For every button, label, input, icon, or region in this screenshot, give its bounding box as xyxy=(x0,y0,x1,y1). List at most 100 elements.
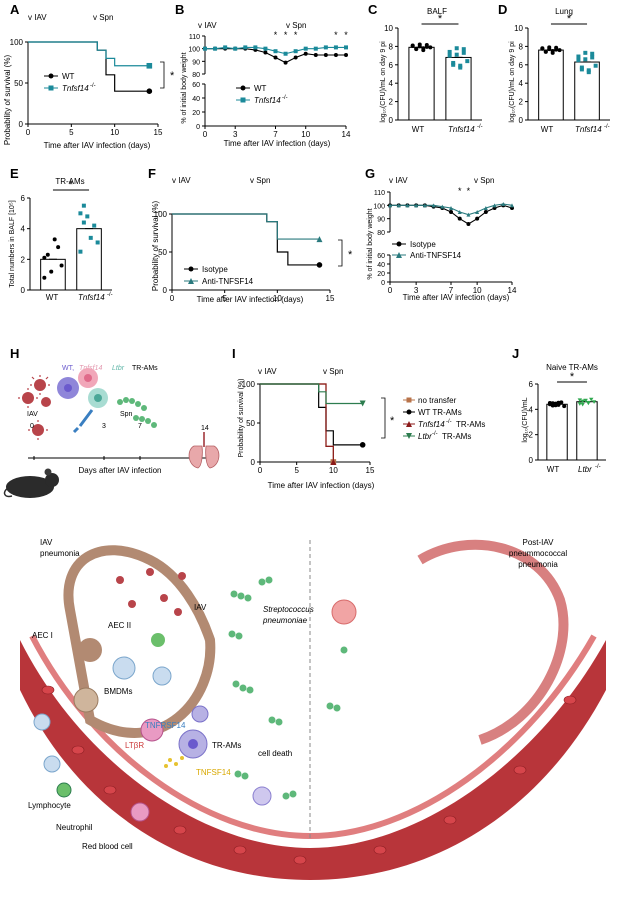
syringe-icon xyxy=(72,409,94,434)
sig-bracket xyxy=(160,61,165,89)
data-point xyxy=(283,60,288,65)
chart-title: BALF xyxy=(427,7,447,16)
data-point xyxy=(449,210,453,214)
day-14-label: 14 xyxy=(201,425,209,432)
end-marker xyxy=(316,262,323,268)
red-blood-cells xyxy=(41,685,577,865)
y-tick-label: 90 xyxy=(192,59,200,66)
legend-wt: WT xyxy=(254,84,267,93)
legend-tnfsf14-sup: -/- xyxy=(446,419,452,425)
y-tick-label: 10 xyxy=(384,24,393,33)
x-tick-label: 0 xyxy=(388,286,393,295)
panel-c: BALF log₁₀(CFU)/mL on day 9 pi 0246810* … xyxy=(380,7,483,134)
y-tick-label: 0 xyxy=(163,286,168,295)
y-axis-label: log₁₀(CFU)/mL xyxy=(522,397,529,442)
legend-ltbr-sup: -/- xyxy=(432,431,438,437)
sig-bracket xyxy=(381,397,386,439)
legend-tram-label: TR-AMs xyxy=(132,365,158,372)
x-axis-label: Time after IAV infection (days) xyxy=(403,293,510,302)
data-point xyxy=(466,212,471,217)
y-tick-label: 0 xyxy=(21,286,26,295)
y-tick-label: 20 xyxy=(377,271,385,278)
x-tick-label: 10 xyxy=(329,466,338,475)
iav-particles xyxy=(116,568,186,616)
legend-wt-trams: WT TR-AMs xyxy=(418,408,462,417)
right-title-2: pneummococcal xyxy=(509,549,567,558)
y-tick-label: 2 xyxy=(519,98,524,107)
legend-tnfsf14: Tnfsf14 xyxy=(418,420,445,429)
tnfsf14-particles-icon xyxy=(164,756,184,768)
data-point xyxy=(313,46,318,51)
bar-0 xyxy=(408,46,435,121)
data-point xyxy=(583,57,588,62)
sig-star: * xyxy=(390,415,395,427)
panel-i: v IAV v Spn Probability of survival (%) … xyxy=(238,367,485,490)
data-point xyxy=(553,403,558,408)
y-tick-label: 90 xyxy=(377,217,385,224)
data-point xyxy=(263,50,268,55)
data-point xyxy=(454,52,459,57)
y-tick-label: 8 xyxy=(519,42,524,51)
lymphocyte-label: Lymphocyte xyxy=(28,801,71,810)
data-point xyxy=(576,58,581,63)
x-label-ko-sup: -/- xyxy=(604,124,610,130)
spn-marker: v Spn xyxy=(250,176,270,185)
x-label-ko: Tnfsf14 xyxy=(78,293,105,302)
bar-0 xyxy=(538,49,564,121)
right-title-1: Post-IAV xyxy=(523,538,555,547)
data-point xyxy=(466,222,471,226)
data-point xyxy=(344,53,348,57)
day-0-label: 0 xyxy=(30,423,34,430)
data-point xyxy=(577,398,583,403)
x-tick-label: 10 xyxy=(110,128,119,137)
panel-h: WT, Tnfsf14 Ltbr TR-AMs IAV Spn xyxy=(3,365,220,498)
data-point xyxy=(388,203,392,208)
chart-title: TR-AMs xyxy=(55,177,84,186)
x-tick-label: 15 xyxy=(154,128,163,137)
y-tick-label: 100 xyxy=(373,203,385,210)
timeline-label: Days after IAV infection xyxy=(79,466,162,475)
y-axis-label: log₁₀(CFU)/mL on day 9 pi xyxy=(380,41,387,123)
data-point xyxy=(458,63,463,68)
y-tick-label: 4 xyxy=(21,225,26,234)
spn-marker: v Spn xyxy=(93,13,113,22)
x-label-ko: Tnfsf14 xyxy=(448,125,475,134)
data-point xyxy=(454,46,459,51)
data-point xyxy=(81,203,86,208)
data-point xyxy=(422,203,427,208)
legend-ltbr-trams: TR-AMs xyxy=(442,432,471,441)
y-tick-label: 60 xyxy=(377,253,385,260)
mouse-icon xyxy=(3,468,59,498)
data-point xyxy=(593,63,598,68)
y-tick-label: 6 xyxy=(389,61,394,70)
data-point xyxy=(42,255,47,260)
data-point xyxy=(586,400,591,405)
data-point xyxy=(313,53,318,57)
data-point xyxy=(253,45,258,50)
iav-marker: v IAV xyxy=(172,176,191,185)
y-tick-label: 100 xyxy=(188,47,200,54)
data-point xyxy=(492,203,497,208)
x-tick-label: 14 xyxy=(342,130,351,139)
sig-bracket xyxy=(338,239,343,267)
y-tick-label: 4 xyxy=(389,79,394,88)
chart-title: Lung xyxy=(555,7,573,16)
x-axis-label: Time after IAV infection (days) xyxy=(197,295,304,304)
data-point xyxy=(465,59,470,64)
y-tick-label: 10 xyxy=(514,24,523,33)
y-axis-label: Probability of survival (%) xyxy=(3,55,12,146)
y-tick-label: 4 xyxy=(519,79,524,88)
x-label-ko-sup: -/- xyxy=(107,292,113,298)
data-point xyxy=(405,203,410,208)
data-point xyxy=(591,400,597,404)
iav-marker: v IAV xyxy=(198,21,217,30)
legend-anti-tnfsf14: Anti-TNFSF14 xyxy=(202,277,254,286)
data-point xyxy=(590,55,595,60)
panel-d: Lung log₁₀(CFU)/mL on day 9 pi 0246810* … xyxy=(509,7,610,134)
x-tick-label: 3 xyxy=(414,286,419,295)
x-label-ko-sup: -/- xyxy=(477,124,483,130)
end-marker xyxy=(146,62,153,69)
data-point xyxy=(440,204,445,209)
y-tick-label: 6 xyxy=(21,194,26,203)
